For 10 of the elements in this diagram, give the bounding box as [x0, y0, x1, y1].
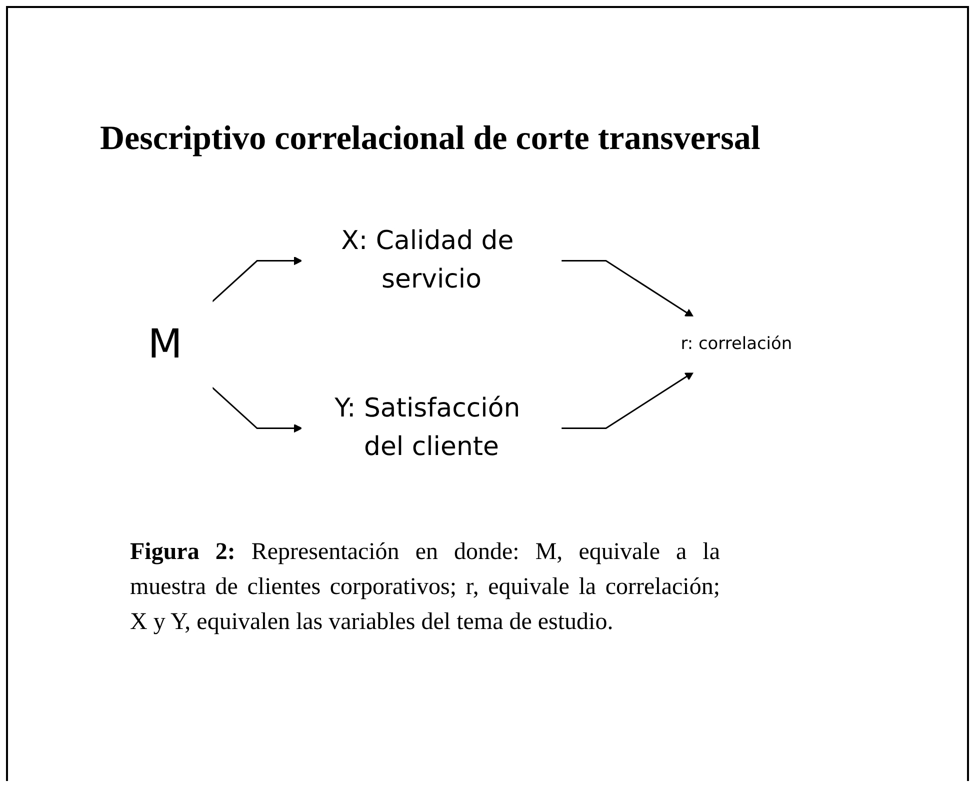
node-text: Y: Satisfacción del cliente — [334, 394, 520, 463]
arrow — [561, 372, 694, 430]
arrow — [212, 387, 302, 434]
node-text: X: Calidad de servicio — [341, 226, 514, 296]
arrow — [561, 260, 694, 318]
node-text: M — [148, 322, 182, 368]
diagram-title: Descriptivo correlacional de corte transversal — [100, 120, 760, 158]
node-text: r: correlación — [680, 334, 792, 354]
arrow — [212, 256, 302, 303]
figure-caption: Figura 2: Representación en donde: M, equivale a la muestra de clientes corporativos; r, equivale la correlación; X y Y, equivalen las variables del tema de estudio. — [130, 538, 720, 637]
